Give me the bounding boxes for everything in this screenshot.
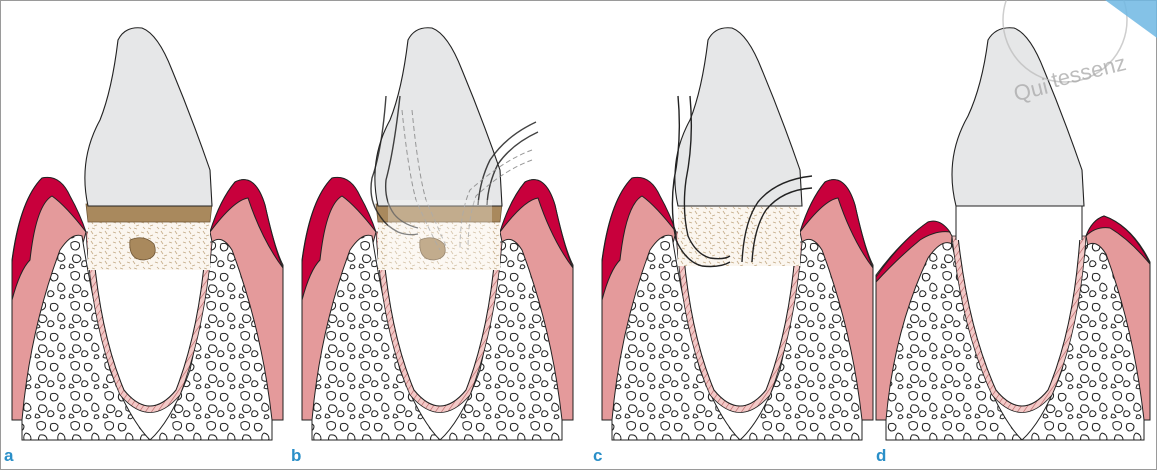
panel-b [302,28,573,440]
panel-a [12,28,283,440]
panel-label-d: d [876,447,886,464]
calculus-band [86,204,212,222]
panel-label-c: c [593,447,602,464]
panel-label-b: b [291,447,301,464]
tooth-crown [85,28,212,206]
panel-c [602,28,873,440]
panel-label-a: a [4,447,13,464]
panel-d [876,28,1150,440]
